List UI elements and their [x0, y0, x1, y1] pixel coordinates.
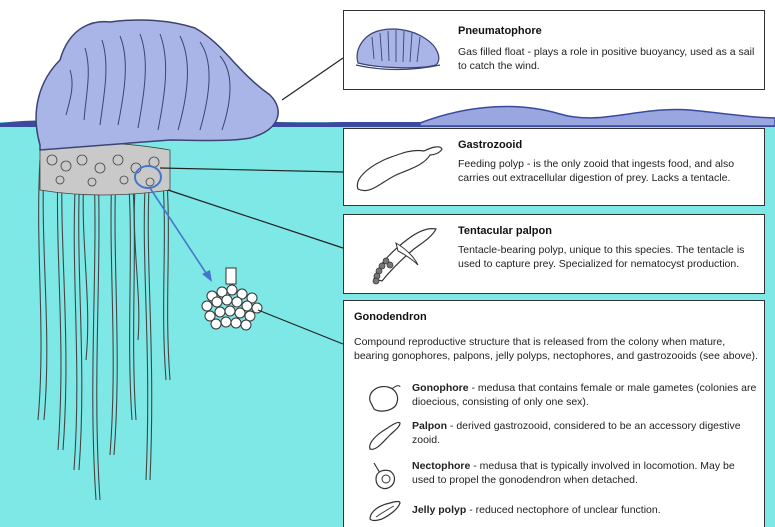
gonophore-item: Gonophore - medusa that contains female …	[412, 381, 757, 409]
nectophore-name: Nectophore	[412, 460, 470, 472]
pneumatophore-callout: Pneumatophore Gas filled float - plays a…	[343, 10, 765, 90]
nectophore-item: Nectophore - medusa that is typically in…	[412, 459, 757, 487]
tentacular-palpon-callout: Tentacular palpon Tentacle-bearing polyp…	[343, 214, 765, 294]
feeding-polyp-icon	[350, 139, 446, 197]
pneumatophore-title: Pneumatophore	[458, 25, 542, 37]
gonodendron-title: Gonodendron	[354, 311, 427, 323]
nectophore-icon	[366, 457, 402, 493]
palpon-text: - derived gastrozooid, considered to be …	[412, 420, 741, 446]
gastrozooid-callout: Gastrozooid Feeding polyp - is the only …	[343, 128, 765, 206]
gonodendron-description: Compound reproductive structure that is …	[354, 335, 762, 363]
float-icon	[352, 23, 444, 75]
tentacle-polyp-icon	[352, 221, 448, 289]
gastrozooid-title: Gastrozooid	[458, 139, 522, 151]
gonophore-icon	[366, 381, 402, 415]
palpon-name: Palpon	[412, 420, 447, 432]
jelly-polyp-text: - reduced nectophore of unclear function…	[466, 504, 660, 516]
gonophore-name: Gonophore	[412, 382, 469, 394]
jelly-polyp-icon	[366, 497, 402, 523]
jelly-polyp-name: Jelly polyp	[412, 504, 466, 516]
tentacular-palpon-description: Tentacle-bearing polyp, unique to this s…	[458, 243, 758, 271]
tentacular-palpon-title: Tentacular palpon	[458, 225, 552, 237]
palpon-item: Palpon - derived gastrozooid, considered…	[412, 419, 757, 447]
pneumatophore-description: Gas filled float - plays a role in posit…	[458, 45, 758, 73]
palpon-icon	[366, 419, 402, 453]
sea-wave-light	[420, 107, 775, 126]
jelly-polyp-item: Jelly polyp - reduced nectophore of uncl…	[412, 503, 757, 517]
gonodendron-callout: Gonodendron Compound reproductive struct…	[343, 300, 765, 527]
gastrozooid-description: Feeding polyp - is the only zooid that i…	[458, 157, 758, 185]
